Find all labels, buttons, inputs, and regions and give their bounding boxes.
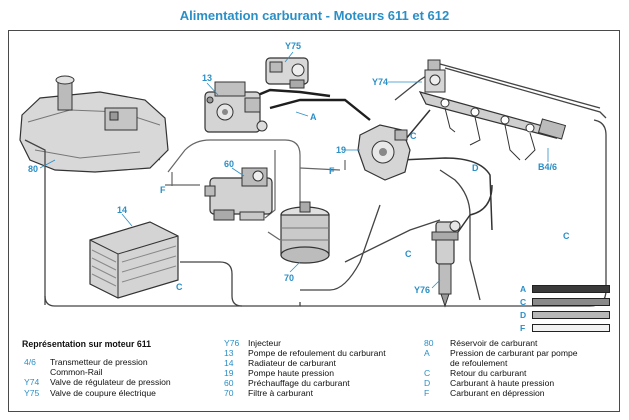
callout-line-d: D	[472, 163, 479, 173]
legend-code-a: A	[424, 348, 430, 358]
legend-text-60: Préchauffage du carburant	[248, 378, 350, 388]
legend-code-14: 14	[224, 358, 234, 368]
callout-13: 13	[202, 73, 212, 83]
feed-pump-13	[204, 81, 268, 133]
legend-code-c: C	[424, 368, 431, 378]
callout-b46: B4/6	[538, 162, 557, 172]
line-key-label-d: D	[520, 310, 527, 320]
diagram-title: Alimentation carburant - Moteurs 611 et …	[179, 8, 450, 23]
legend-text-19: Pompe haute pression	[248, 368, 334, 378]
diagram-frame	[8, 30, 620, 412]
injector-y76	[431, 220, 461, 308]
fuel-filter-70	[280, 201, 330, 264]
callout-line-a: A	[310, 112, 317, 122]
legend-text-c: Retour du carburant	[450, 368, 527, 378]
callout-line-f-2: F	[329, 166, 335, 176]
legend-text-y74: Valve de régulateur de pression	[50, 377, 171, 387]
line-key-label-c: C	[520, 297, 527, 307]
legend-text-a: Pression de carburant par pompe	[450, 348, 578, 358]
legend-code-70: 70	[224, 388, 234, 398]
legend-text-14: Radiateur de carburant	[248, 358, 336, 368]
callout-line-f-1: F	[160, 185, 166, 195]
callout-line-c-1: C	[410, 131, 417, 141]
legend-text-a-line2: de refoulement	[450, 358, 508, 368]
callout-line-c-4: C	[176, 282, 183, 292]
line-key-label-a: A	[520, 284, 527, 294]
legend-text-y76: Injecteur	[248, 338, 281, 348]
callout-line-c-3: C	[405, 249, 412, 259]
leader-lines	[39, 51, 549, 289]
legend-text-d: Carburant à haute pression	[450, 378, 555, 388]
legend-code-19: 19	[224, 368, 234, 378]
legend-text-13: Pompe de refoulement du carburant	[248, 348, 386, 358]
legend-code-4-6: 4/6	[24, 357, 36, 367]
legend-text-4-6: Transmetteur de pression	[50, 357, 148, 367]
legend-code-y74: Y74	[24, 377, 40, 387]
line-key-swatch-d	[532, 311, 610, 319]
callout-14: 14	[117, 205, 127, 215]
line-key-swatch-c	[532, 298, 610, 306]
line-key-swatch-f	[532, 324, 610, 332]
fuel-tank-80	[19, 75, 169, 186]
legend-representation-title: Représentation sur moteur 611	[22, 339, 152, 349]
high-pressure-line-d	[399, 109, 493, 233]
callout-19: 19	[336, 145, 346, 155]
fuel-cooler-14	[89, 221, 179, 299]
legend-code-y75: Y75	[24, 388, 40, 398]
high-pressure-pump-19	[357, 124, 411, 181]
line-key-swatch-a	[532, 285, 610, 293]
callout-60: 60	[224, 159, 234, 169]
line-key-label-f: F	[520, 323, 526, 333]
shutoff-valve-y75	[265, 57, 309, 89]
legend-code-d: D	[424, 378, 431, 388]
callout-80: 80	[28, 164, 38, 174]
legend-text-y75: Valve de coupure électrique	[50, 388, 156, 398]
common-rail	[418, 59, 567, 161]
callout-y75: Y75	[285, 41, 301, 51]
legend-text-80: Réservoir de carburant	[450, 338, 538, 348]
legend-code-60: 60	[224, 378, 234, 388]
fuel-preheater-60	[204, 167, 273, 221]
legend-code-13: 13	[224, 348, 234, 358]
callout-y76: Y76	[414, 285, 430, 295]
callout-70: 70	[284, 273, 294, 283]
legend-code-f: F	[424, 388, 430, 398]
legend-text-4-6-line2: Common-Rail	[50, 367, 103, 377]
legend-text-70: Filtre à carburant	[248, 388, 313, 398]
callout-line-c-2: C	[563, 231, 570, 241]
legend-code-y76: Y76	[224, 338, 240, 348]
callout-y74: Y74	[372, 77, 388, 87]
legend-code-80: 80	[424, 338, 434, 348]
legend-text-f: Carburant en dépression	[450, 388, 545, 398]
